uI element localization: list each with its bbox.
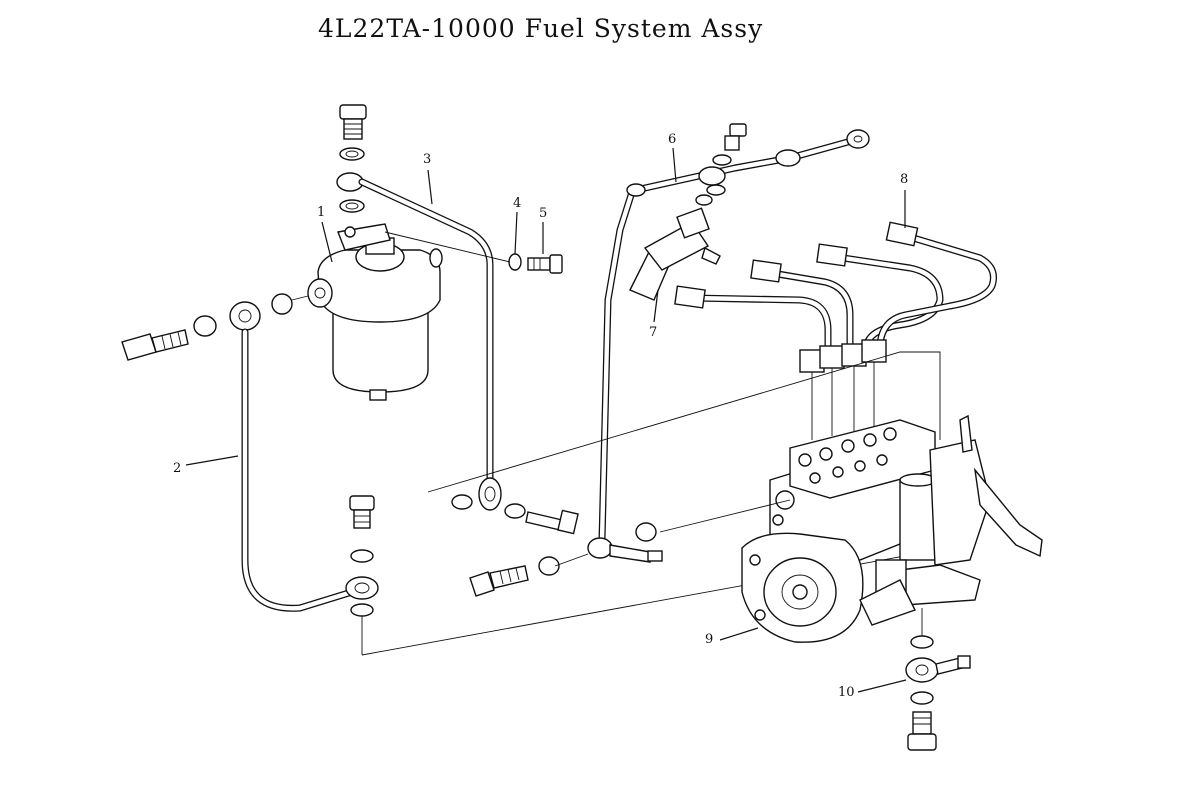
- callout-7: 7: [649, 325, 658, 340]
- callout-4: 4: [513, 196, 522, 211]
- outlet-banjo-10: [905, 608, 971, 751]
- callout-6: 6: [668, 132, 677, 147]
- callout-3: 3: [423, 152, 432, 167]
- callout-8: 8: [900, 172, 909, 187]
- injection-pump-9: [741, 414, 1043, 643]
- washer-4: [508, 253, 522, 271]
- leak-off-pipe-6: [469, 123, 870, 597]
- assembly-guide-lines: [427, 351, 941, 533]
- fuel-filter-assembly: [307, 223, 443, 401]
- callout-leaders: [185, 147, 907, 693]
- high-pressure-pipes-8: [674, 221, 997, 440]
- fuel-pipe-3: [358, 178, 579, 535]
- callout-1: 1: [317, 205, 326, 220]
- diagram-title: 4L22TA-10000 Fuel System Assy: [318, 14, 764, 43]
- callout-9: 9: [705, 632, 714, 647]
- bolt-5: [527, 254, 563, 274]
- callout-5: 5: [539, 206, 548, 221]
- inlet-banjo-bolt: [121, 293, 309, 361]
- callout-10: 10: [838, 685, 855, 700]
- fuel-pipe-2: [241, 328, 911, 656]
- callout-2: 2: [173, 461, 182, 476]
- top-banjo-bolt: [336, 104, 367, 213]
- injector-7: [629, 207, 721, 301]
